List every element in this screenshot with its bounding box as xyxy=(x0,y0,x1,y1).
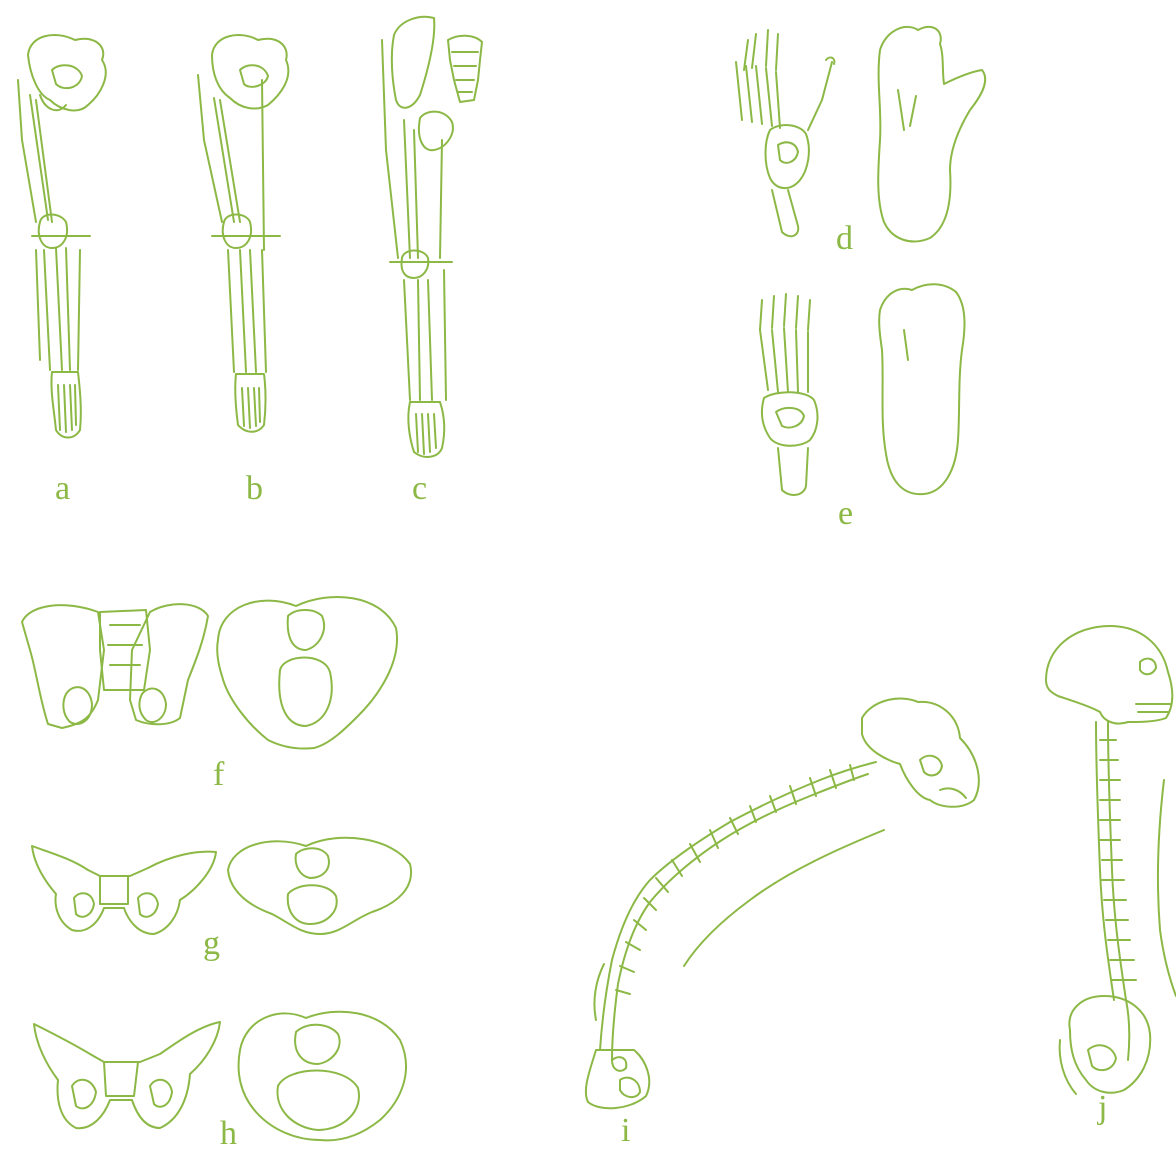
leg-skeleton-a xyxy=(18,35,106,438)
panel-label-h: h xyxy=(220,1117,237,1151)
foot-skeleton-d xyxy=(736,27,985,242)
panel-label-d: d xyxy=(836,222,853,256)
pelvis-h-top xyxy=(239,1012,406,1141)
chimp-skeleton-i xyxy=(586,699,979,1109)
panel-label-c: c xyxy=(412,472,427,506)
pelvis-g-top xyxy=(228,838,411,934)
panel-label-j: j xyxy=(1098,1091,1107,1125)
pelvis-h-front xyxy=(34,1022,220,1128)
human-skeleton-j xyxy=(1046,626,1176,1094)
panel-label-a: a xyxy=(55,472,70,506)
pelvis-g-front xyxy=(32,846,216,934)
leg-skeleton-c xyxy=(382,17,482,457)
panel-label-b: b xyxy=(246,472,263,506)
pelvis-f-top xyxy=(217,597,397,749)
panel-label-i: i xyxy=(621,1114,630,1148)
leg-skeleton-b xyxy=(198,35,288,432)
panel-label-e: e xyxy=(838,497,853,531)
panel-label-g: g xyxy=(203,927,220,961)
pelvis-f-front xyxy=(22,604,208,728)
foot-skeleton-e xyxy=(760,284,964,495)
panel-label-f: f xyxy=(213,758,224,792)
